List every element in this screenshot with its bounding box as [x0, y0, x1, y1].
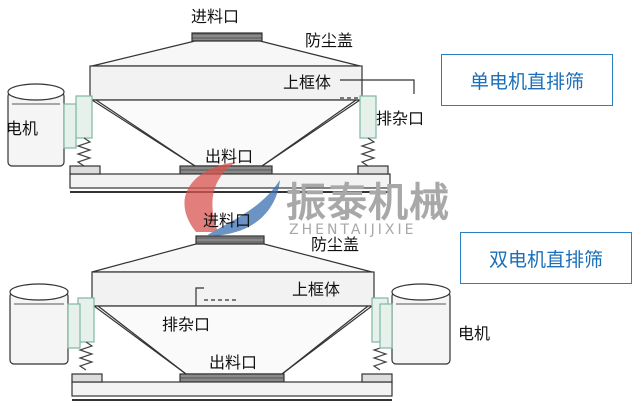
bottom-inlet-flange	[195, 235, 265, 245]
top-base	[69, 173, 391, 189]
watermark-text-en: ZHENTAIJIXIE	[289, 222, 417, 238]
top-spring-right	[360, 137, 376, 167]
single-motor-screen	[7, 32, 415, 193]
top-impurity-pipe	[340, 79, 415, 94]
bottom-impurity-pipe	[195, 287, 204, 312]
top-motor	[7, 83, 77, 167]
bottom-spring-left	[78, 341, 94, 371]
top-inlet-flange	[191, 32, 263, 42]
watermark-logo-icon	[184, 162, 280, 236]
bottom-motor-right	[379, 283, 451, 365]
bottom-impurity-outlet-label: 排杂口	[162, 315, 211, 334]
top-inlet-label: 进料口	[191, 7, 240, 26]
watermark-text-cn: 振泰机械	[286, 180, 450, 226]
top-dust-cover-label: 防尘盖	[305, 31, 354, 50]
top-upper-frame-label: 上框体	[283, 73, 332, 92]
bottom-dust-cover-label: 防尘盖	[311, 235, 360, 254]
top-spring-left	[76, 137, 92, 167]
double-motor-screen	[9, 235, 451, 401]
bottom-inlet-label: 进料口	[203, 211, 252, 230]
double-motor-title: 双电机直排筛	[460, 232, 632, 284]
bottom-motor-left	[9, 283, 81, 365]
top-upper-frame	[89, 65, 363, 101]
top-motor-label: 电机	[6, 119, 39, 138]
bottom-outlet-flange	[179, 373, 285, 383]
top-outlet-label: 出料口	[205, 147, 254, 166]
bottom-outlet-label: 出料口	[209, 353, 258, 372]
bottom-upper-frame-label: 上框体	[292, 280, 341, 299]
bottom-base	[71, 381, 393, 397]
bottom-motor-label: 电机	[458, 324, 491, 343]
top-impurity-outlet-label: 排杂口	[376, 109, 425, 128]
single-motor-title: 单电机直排筛	[441, 54, 613, 106]
